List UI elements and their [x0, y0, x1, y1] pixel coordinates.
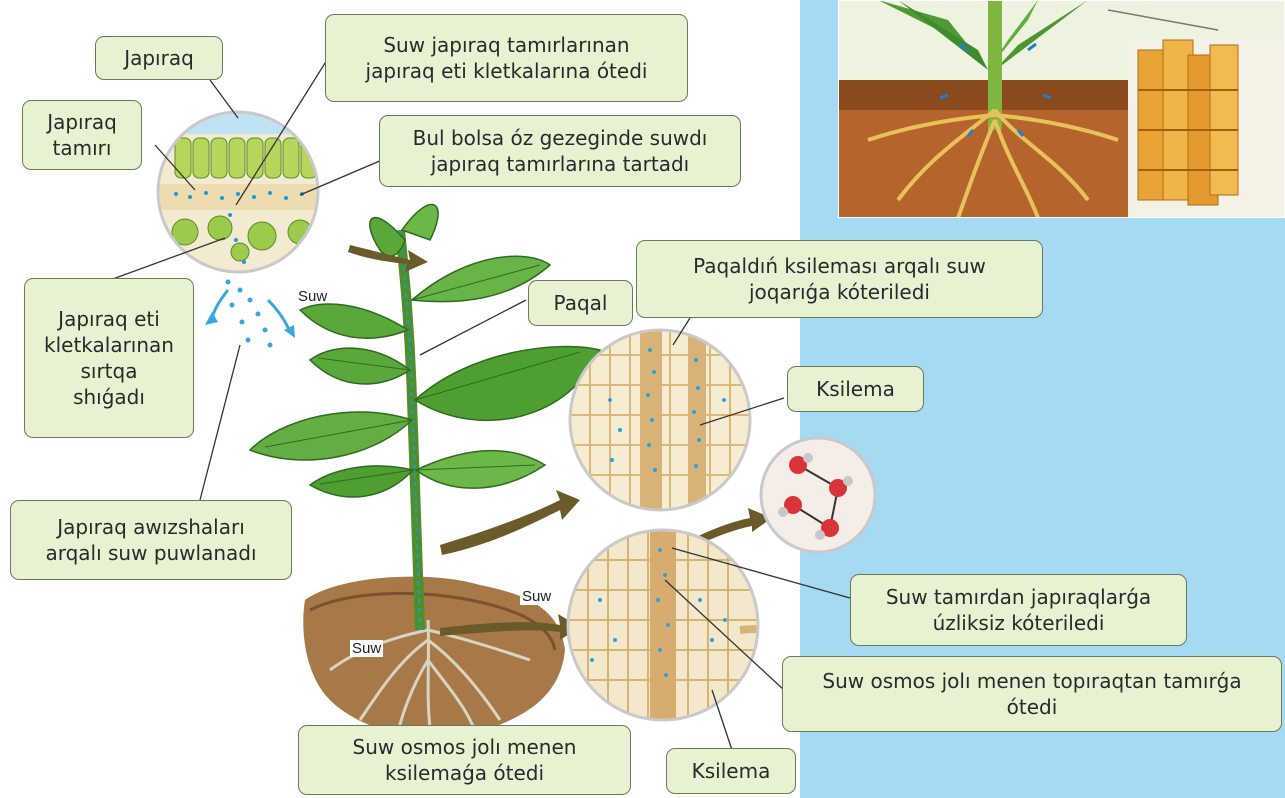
label-paqaldin-ksilemasi: Paqaldıń ksileması arqalı suw joqarıǵa k…	[636, 240, 1043, 318]
label-japiraq-awizshalari: Japıraq awızshaları arqalı suw puwlanadı	[10, 500, 292, 580]
label-suw-osmos-ksilemaga: Suw osmos jolı menen ksilemaǵa ótedi	[298, 725, 631, 795]
label-suw-japiraq-tamirlari: Suw japıraq tamırlarınan japıraq eti kle…	[325, 14, 688, 102]
water-vapour-dots	[226, 280, 273, 348]
suw-leaf-text: Suw	[296, 288, 329, 305]
label-bul-bolsa: Bul bolsa óz gezeginde suwdı japıraq tam…	[379, 115, 741, 187]
label-ksilema-top: Ksilema	[787, 366, 924, 412]
plant-stem	[400, 230, 420, 630]
label-paqal: Paqal	[528, 280, 633, 326]
label-ksilema-bottom: Ksilema	[666, 748, 796, 794]
label-japiraq-tamiri: Japıraq tamırı	[22, 100, 142, 170]
suw-root-text: Suw	[350, 640, 383, 657]
label-japiraq: Japıraq	[95, 36, 223, 80]
label-japiraq-eti: Japıraq eti kletkalarınan sırtqa shıǵadı	[24, 278, 194, 438]
label-suw-osmos-topiraqtan: Suw osmos jolı menen topıraqtan tamırǵa …	[782, 656, 1282, 732]
plant-leaves	[250, 205, 600, 497]
label-suw-tamirdan: Suw tamırdan japıraqlarǵa úzliksiz kóter…	[850, 574, 1187, 646]
suw-root-right-text: Suw	[520, 588, 553, 605]
root-xylem-circle	[568, 530, 800, 720]
